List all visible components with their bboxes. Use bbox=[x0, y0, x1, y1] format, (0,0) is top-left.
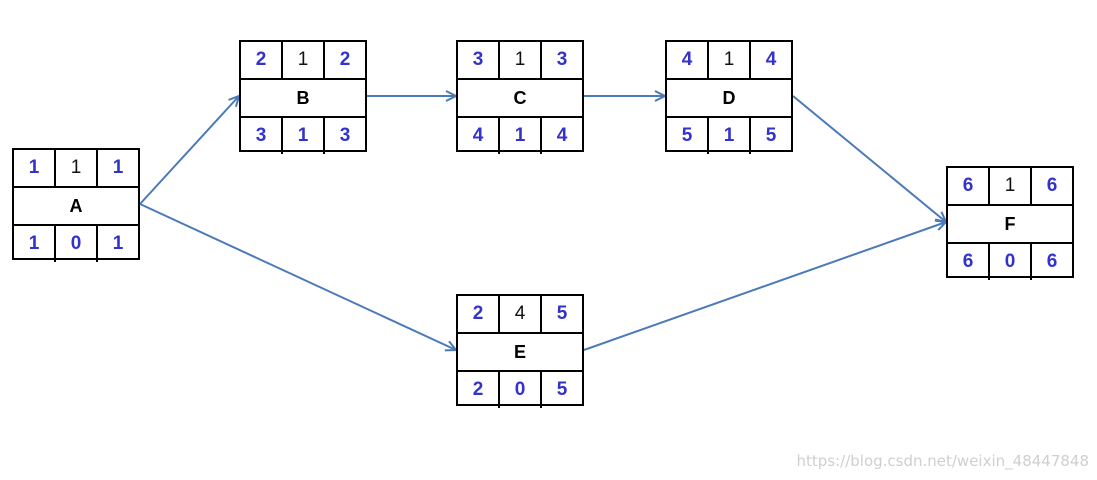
node-a-late-finish: 1 bbox=[96, 226, 138, 262]
node-a-early-start: 1 bbox=[28, 157, 40, 178]
node-c-late-finish: 4 bbox=[540, 118, 582, 154]
node-f-early-start: 6 bbox=[962, 175, 974, 196]
node-d-early-finish: 4 bbox=[749, 42, 791, 78]
node-a-duration: 1 bbox=[54, 150, 96, 186]
edge-d-f bbox=[792, 95, 946, 222]
node-b: 2 1 2 B 3 1 3 bbox=[239, 40, 367, 154]
node-f-late-start: 6 bbox=[962, 251, 974, 272]
node-d-late-finish: 5 bbox=[749, 118, 791, 154]
node-c-duration: 1 bbox=[498, 42, 540, 78]
node-d: 4 1 4 D 5 1 5 bbox=[665, 40, 793, 154]
node-d-label: D bbox=[722, 87, 736, 108]
edge-a-e bbox=[139, 203, 456, 350]
node-d-late-start: 5 bbox=[681, 125, 693, 146]
edge-e-f bbox=[583, 222, 946, 351]
node-d-early-start: 4 bbox=[681, 49, 693, 70]
node-f-label: F bbox=[1004, 213, 1016, 234]
node-e-late-finish: 5 bbox=[540, 372, 582, 408]
node-b-slack: 1 bbox=[281, 118, 323, 154]
node-f-slack: 0 bbox=[988, 244, 1030, 280]
edge-a-b bbox=[139, 96, 239, 205]
node-e-slack: 0 bbox=[498, 372, 540, 408]
node-b-label: B bbox=[296, 87, 310, 108]
node-a-slack: 0 bbox=[54, 226, 96, 262]
node-a-label: A bbox=[69, 195, 83, 216]
node-f-early-finish: 6 bbox=[1030, 168, 1072, 204]
node-d-slack: 1 bbox=[707, 118, 749, 154]
node-c-late-start: 4 bbox=[472, 125, 484, 146]
node-e-label: E bbox=[513, 341, 526, 362]
node-b-duration: 1 bbox=[281, 42, 323, 78]
node-a-late-start: 1 bbox=[28, 233, 40, 254]
node-f-late-finish: 6 bbox=[1030, 244, 1072, 280]
node-b-late-finish: 3 bbox=[323, 118, 365, 154]
node-c: 3 1 3 C 4 1 4 bbox=[456, 40, 584, 154]
node-f-duration: 1 bbox=[988, 168, 1030, 204]
watermark: https://blog.csdn.net/weixin_48447848 bbox=[796, 452, 1089, 470]
node-b-late-start: 3 bbox=[255, 125, 267, 146]
node-b-early-finish: 2 bbox=[323, 42, 365, 78]
node-c-early-finish: 3 bbox=[540, 42, 582, 78]
node-e-early-finish: 5 bbox=[540, 296, 582, 332]
node-e-early-start: 2 bbox=[472, 303, 484, 324]
node-e-duration: 4 bbox=[498, 296, 540, 332]
node-d-duration: 1 bbox=[707, 42, 749, 78]
node-c-label: C bbox=[513, 87, 527, 108]
node-c-slack: 1 bbox=[498, 118, 540, 154]
node-a: 1 1 1 A 1 0 1 bbox=[12, 148, 140, 262]
node-a-early-finish: 1 bbox=[96, 150, 138, 186]
node-e: 2 4 5 E 2 0 5 bbox=[456, 294, 584, 408]
node-f: 6 1 6 F 6 0 6 bbox=[946, 166, 1074, 280]
node-b-early-start: 2 bbox=[255, 49, 267, 70]
node-c-early-start: 3 bbox=[472, 49, 484, 70]
node-e-late-start: 2 bbox=[472, 379, 484, 400]
